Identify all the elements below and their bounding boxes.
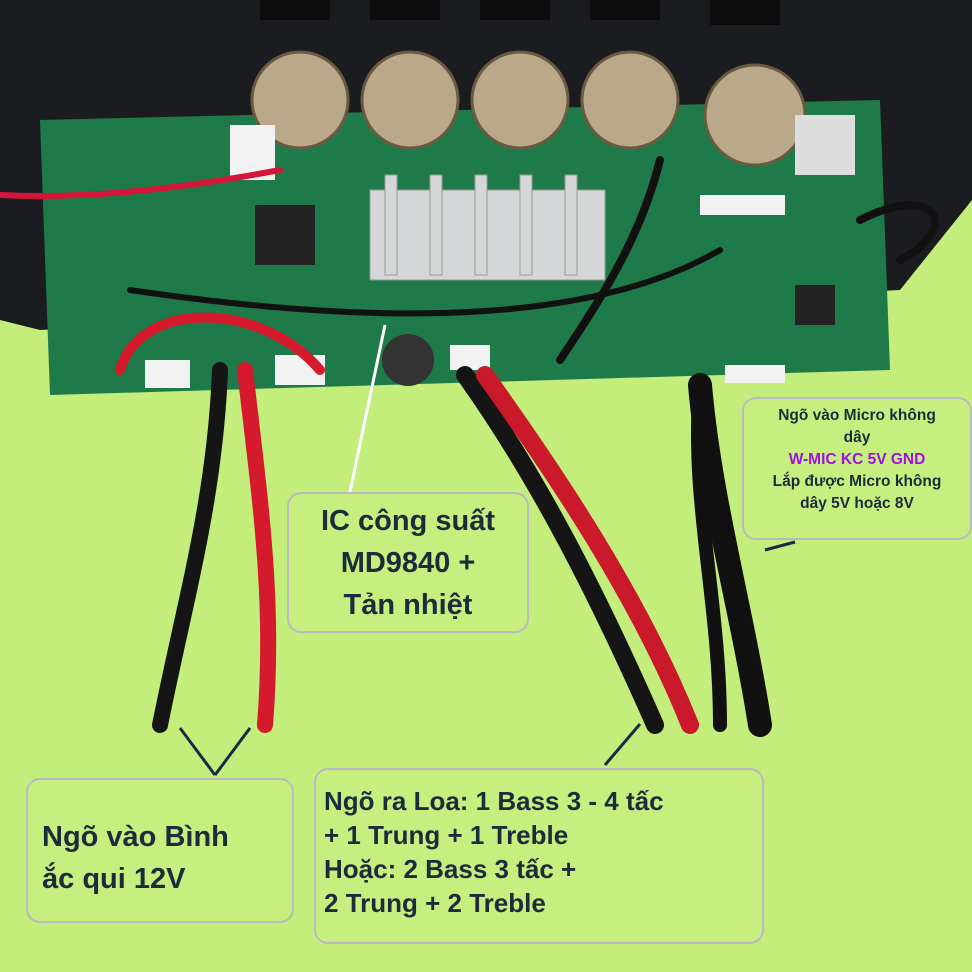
ic-pointer-line xyxy=(348,324,387,493)
wires xyxy=(0,156,939,737)
label-text: Ngõ vào Micro không xyxy=(778,407,936,424)
label-text: 2 Trung + 2 Treble xyxy=(324,888,546,918)
label-text: + 1 Trung + 1 Treble xyxy=(324,820,569,850)
label-text: IC công suất xyxy=(320,505,495,537)
inductor-220 xyxy=(382,334,434,386)
potentiometers xyxy=(250,50,807,167)
label-text: Ngõ ra Loa: 1 Bass 3 - 4 tấc xyxy=(324,786,664,816)
label-text: Tản nhiệt xyxy=(343,589,473,621)
label-text: MD9840 + xyxy=(340,547,476,579)
label-text: Lắp được Micro không xyxy=(772,473,942,490)
pinout-text: W-MIC KC 5V GND xyxy=(788,451,926,468)
sd-slot xyxy=(795,115,855,175)
label-text: ắc qui 12V xyxy=(42,863,186,895)
knob-shafts xyxy=(260,0,780,25)
inductor xyxy=(255,205,315,265)
battery-input-label: Ngõ vào Bình ắc qui 12V xyxy=(26,778,294,923)
chip xyxy=(795,285,835,325)
heatsink xyxy=(369,174,606,281)
label-text: Hoặc: 2 Bass 3 tấc + xyxy=(324,854,577,884)
speaker-output-label: Ngõ ra Loa: 1 Bass 3 - 4 tấc + 1 Trung +… xyxy=(314,768,764,944)
connectors xyxy=(145,125,785,388)
label-text: dây xyxy=(843,429,871,446)
wireless-mic-input-label: Ngõ vào Micro không dây W-MIC KC 5V GND … xyxy=(742,397,972,540)
label-text: dây 5V hoặc 8V xyxy=(800,495,914,512)
pointer-arrows xyxy=(178,540,796,776)
label-text: Ngõ vào Bình xyxy=(42,821,229,853)
power-ic-label: IC công suất MD9840 + Tản nhiệt xyxy=(287,492,529,633)
